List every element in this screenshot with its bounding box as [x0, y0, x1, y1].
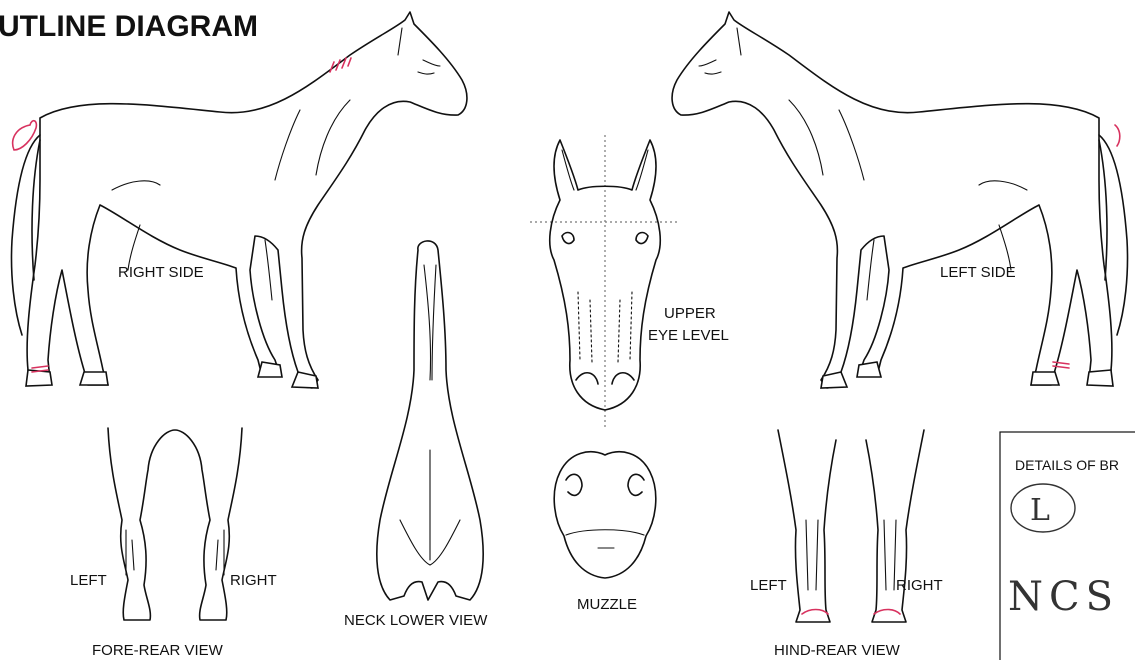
diagram-title: UTLINE DIAGRAM — [0, 10, 258, 43]
circled-letter: L — [1030, 493, 1050, 528]
details-box: DETAILS OF BR L NCS — [1000, 432, 1135, 660]
horse-right-side: RIGHT SIDE — [11, 12, 466, 388]
label-neck-lower-view: NECK LOWER VIEW — [344, 612, 488, 629]
label-eye-level: EYE LEVEL — [648, 327, 729, 344]
label-hind-rear-view: HIND-REAR VIEW — [774, 642, 901, 659]
label-upper: UPPER — [664, 305, 716, 322]
muzzle-view: MUZZLE — [554, 452, 656, 613]
label-fore-rear-view: FORE-REAR VIEW — [92, 642, 224, 659]
horse-left-side — [672, 12, 1127, 388]
neck-lower-view: NECK LOWER VIEW — [344, 241, 488, 629]
label-fore-left: LEFT — [70, 572, 107, 589]
hind-rear-view: LEFT RIGHT HIND-REAR VIEW — [750, 430, 943, 659]
handwritten-ncs: NCS — [1008, 574, 1119, 620]
label-hind-left: LEFT — [750, 577, 787, 594]
details-heading: DETAILS OF BR — [1015, 457, 1119, 473]
label-left-side: LEFT SIDE — [940, 264, 1016, 281]
label-muzzle: MUZZLE — [577, 596, 637, 613]
label-right-side: RIGHT SIDE — [118, 264, 204, 281]
fore-rear-view: LEFT RIGHT FORE-REAR VIEW — [70, 428, 277, 659]
label-hind-right: RIGHT — [896, 577, 943, 594]
label-fore-right: RIGHT — [230, 572, 277, 589]
head-front-view: UPPER EYE LEVEL — [530, 135, 729, 430]
